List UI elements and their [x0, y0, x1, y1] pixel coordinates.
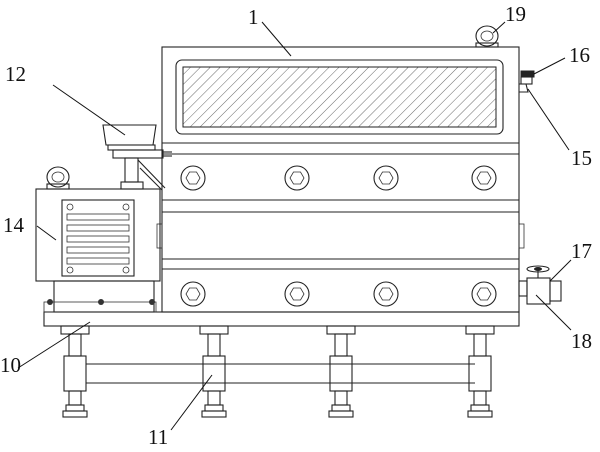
bolt-icon: [284, 281, 310, 307]
bolt-icon: [373, 165, 399, 191]
bolt-icon: [471, 281, 497, 307]
bolt-icon: [180, 281, 206, 307]
top-nozzle: [519, 70, 535, 93]
leg: [326, 325, 356, 418]
drain-valve: [518, 265, 562, 305]
label-1: 1: [248, 5, 259, 29]
lifting-ring: [475, 25, 499, 48]
reference-numerals: 1 19 16 15 12 14 10 11 17 18: [0, 2, 592, 449]
lower-bolt-row: [180, 281, 497, 307]
callout-lines: [17, 21, 572, 431]
feed-hopper: [102, 124, 172, 191]
leg: [465, 325, 495, 418]
support-legs: [60, 325, 495, 418]
upper-bolt-row: [180, 165, 497, 191]
bolt-icon: [180, 165, 206, 191]
label-18: 18: [571, 329, 592, 353]
label-19: 19: [505, 2, 526, 26]
bolt-icon: [373, 281, 399, 307]
bolt-icon: [284, 165, 310, 191]
label-14: 14: [3, 213, 25, 237]
label-11: 11: [148, 425, 168, 449]
base-plate: [43, 311, 520, 327]
leg: [199, 325, 229, 418]
label-12: 12: [5, 62, 26, 86]
observation-window: [175, 59, 504, 135]
label-15: 15: [571, 146, 592, 170]
motor-unit: [35, 166, 161, 313]
label-16: 16: [569, 43, 590, 67]
label-10: 10: [0, 353, 21, 377]
leg: [60, 325, 90, 418]
label-17: 17: [571, 239, 592, 263]
bolt-icon: [471, 165, 497, 191]
